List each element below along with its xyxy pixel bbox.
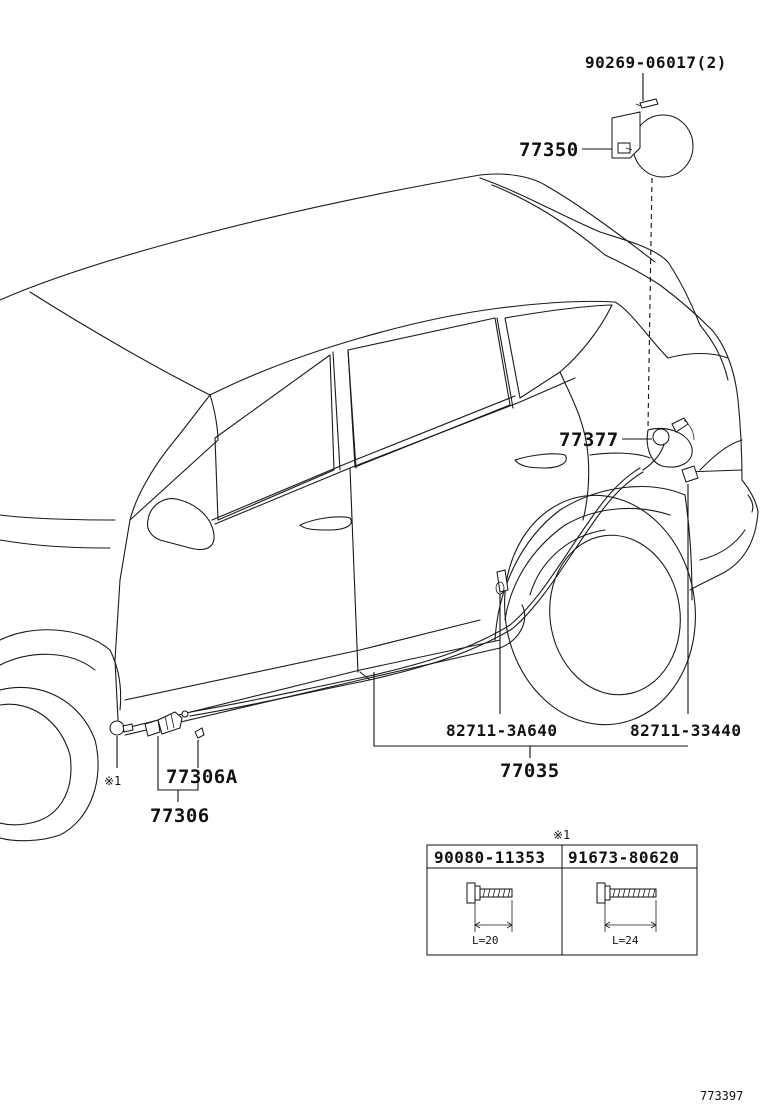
callout-side-clip: 82711-3A640: [446, 721, 557, 740]
fuel-opener-part: [144, 710, 189, 737]
callout-labels: 90269-06017(2) 77350 77377 82711-3A640 8…: [104, 53, 741, 827]
callout-fuel-lid-screw: 90269-06017(2): [585, 53, 727, 72]
callout-note-marker: ※1: [104, 774, 121, 788]
diagram-id: 773397: [700, 1089, 743, 1103]
side-clip-part: [495, 569, 509, 595]
vehicle-outline: [0, 173, 759, 842]
bolt-l20-icon: L=20: [466, 882, 513, 947]
table-col2-part-no: 91673-80620: [568, 848, 679, 867]
callout-opener-sub: 77306A: [166, 766, 238, 788]
bolt-l24-icon: L=24: [596, 882, 657, 947]
callout-fuel-hinge: 77377: [559, 429, 619, 451]
fastener-table: ※1 90080-11353 91673-80620 L=20: [426, 828, 698, 956]
note-bolt-part: [109, 720, 134, 736]
rear-clip-part: [681, 465, 699, 483]
callout-fuel-lid: 77350: [519, 139, 579, 161]
callout-rear-clip: 82711-33440: [630, 721, 741, 740]
fuel-hinge-part: [652, 417, 695, 446]
fuel-lid-part: [611, 111, 694, 178]
fuel-opener-cable: [189, 443, 665, 717]
table-col1-part-no: 90080-11353: [434, 848, 545, 867]
bolt-l20-label: L=20: [472, 934, 499, 947]
callout-lock-cable: 77035: [500, 760, 560, 782]
opener-clip-part: [194, 727, 205, 739]
callout-opener-assy: 77306: [150, 805, 210, 827]
leader-lines: [116, 73, 689, 802]
bolt-l24-label: L=24: [612, 934, 639, 947]
lid-screw-part: [635, 98, 659, 109]
table-note-marker: ※1: [553, 828, 570, 842]
